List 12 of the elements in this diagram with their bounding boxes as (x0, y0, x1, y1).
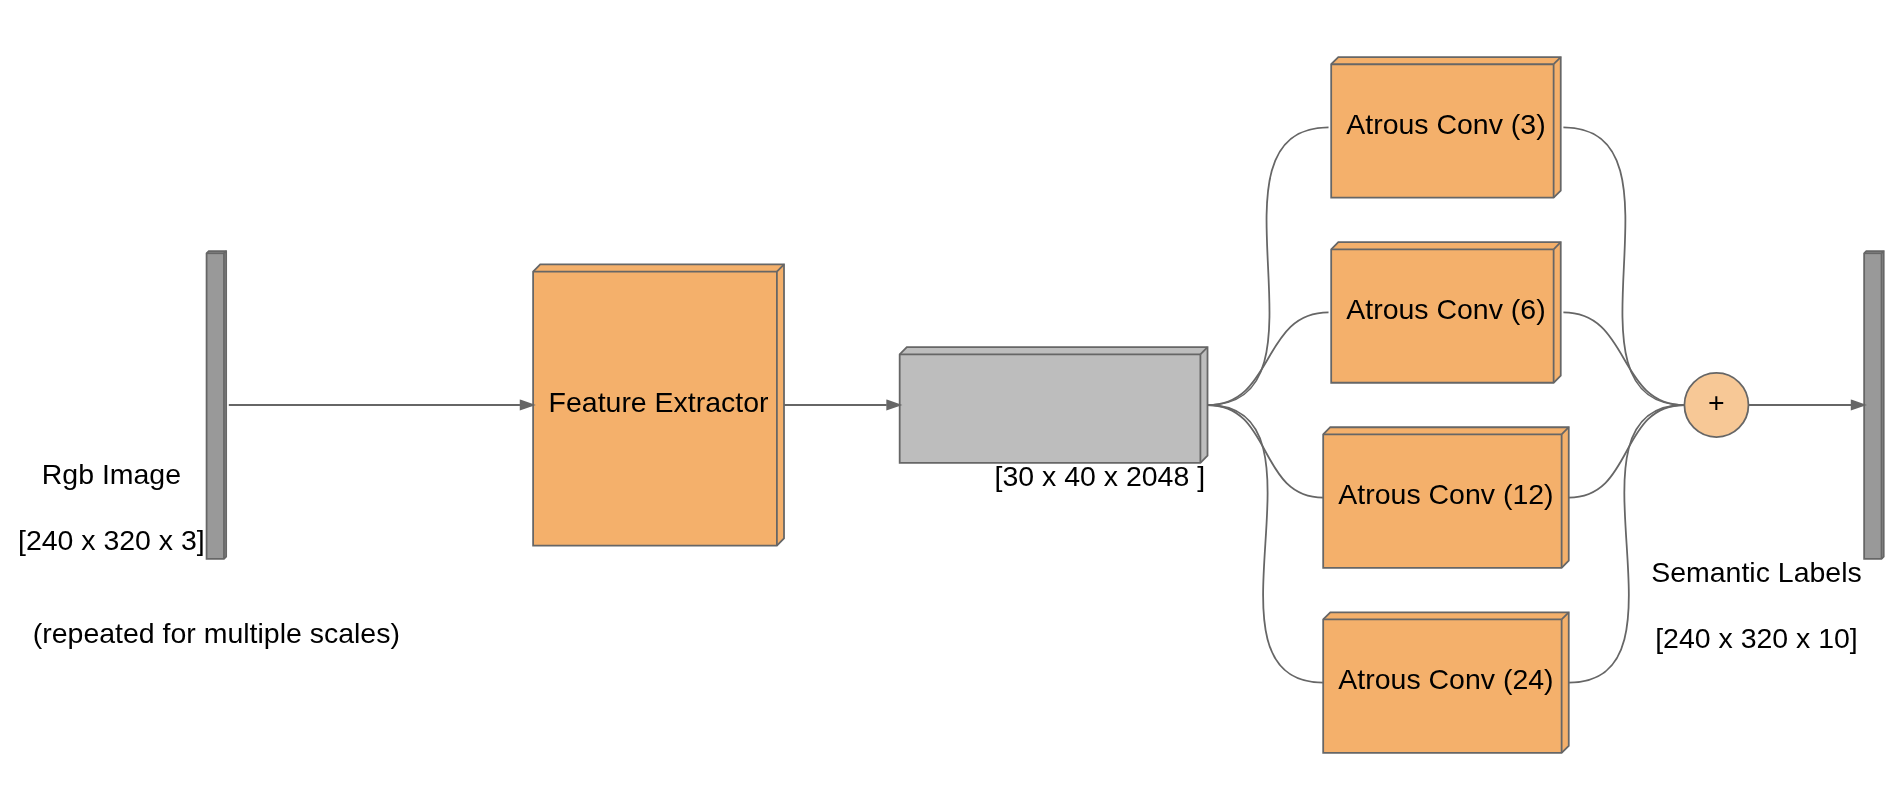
arrow (783, 398, 903, 411)
node-label: [240 x 320 x 10] (1655, 621, 1858, 654)
node-label: Semantic Labels (1651, 555, 1862, 588)
label: (repeated for multiple scales) (32, 616, 400, 649)
node-circle: + (1683, 371, 1750, 438)
connector (1567, 403, 1686, 683)
node-label: Rgb Image (41, 457, 182, 490)
node-label: [30 x 40 x 2048 ] (994, 459, 1206, 492)
arrow (1747, 398, 1867, 411)
arrow (227, 398, 536, 411)
node-label: [240 x 320 x 3] (18, 523, 205, 556)
connector (1206, 403, 1325, 683)
